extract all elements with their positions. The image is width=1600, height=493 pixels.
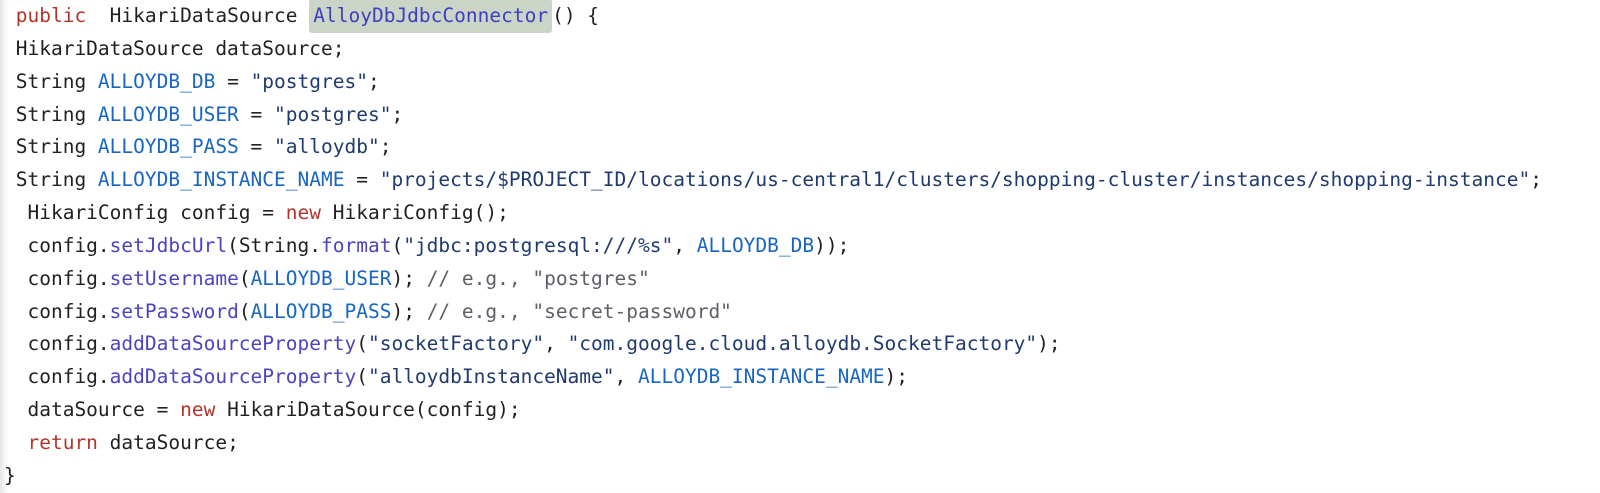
code-token-plain: =	[238, 135, 275, 159]
code-line: String ALLOYDB_PASS = "alloydb";	[4, 131, 1600, 164]
code-line: return dataSource;	[4, 427, 1600, 460]
code-token-plain: ,	[544, 332, 568, 356]
code-token-plain: (	[238, 266, 251, 290]
code-token-plain: =	[344, 168, 380, 192]
code-token-plain: HikariDataSource dataSource;	[4, 36, 345, 60]
code-token-plain: );	[1037, 332, 1061, 356]
code-token-keyword: new	[285, 201, 321, 225]
code-token-plain: ;	[391, 102, 404, 126]
code-token-plain: config.	[4, 365, 110, 389]
code-token-variable: ALLOYDB_USER	[250, 266, 392, 290]
code-token-plain: (String.	[227, 233, 321, 257]
code-line: String ALLOYDB_USER = "postgres";	[4, 99, 1600, 132]
code-token-plain: );	[884, 365, 909, 389]
code-token-plain: config.	[4, 332, 110, 356]
code-token-plain: ;	[367, 69, 380, 93]
code-token-plain: config.	[4, 299, 110, 323]
code-line: config.setPassword(ALLOYDB_PASS); // e.g…	[4, 296, 1600, 329]
code-token-string: "postgres"	[250, 69, 368, 93]
code-token-plain: dataSource;	[97, 430, 239, 454]
code-token-plain: HikariDataSource	[86, 4, 310, 27]
code-token-plain: ,	[673, 233, 697, 257]
code-line: public HikariDataSource AlloyDbJdbcConne…	[4, 0, 1600, 33]
code-token-plain: ,	[614, 365, 638, 389]
code-token-plain: }	[4, 463, 16, 487]
code-token-string: "postgres"	[274, 102, 392, 126]
code-token-plain: );	[391, 299, 427, 323]
code-token-keyword: public	[15, 4, 87, 27]
code-token-plain: (	[238, 299, 251, 323]
code-token-plain: ;	[1530, 168, 1542, 192]
code-token-string: "com.google.cloud.alloydb.SocketFactory"	[567, 332, 1038, 356]
code-token-plain: (	[356, 332, 368, 356]
code-line: HikariConfig config = new HikariConfig()…	[4, 197, 1600, 230]
code-token-plain: String	[4, 69, 98, 93]
code-token-plain: (	[391, 233, 404, 257]
code-token-plain: String	[4, 168, 98, 192]
highlighted-method-name: AlloyDbJdbcConnector	[309, 0, 553, 33]
code-token-plain: config.	[4, 266, 110, 290]
code-token-keyword: return	[27, 430, 98, 454]
code-token-plain: String	[4, 102, 98, 126]
code-token-plain: HikariConfig();	[321, 201, 509, 225]
code-token-variable: ALLOYDB_INSTANCE_NAME	[638, 365, 885, 389]
code-token-method: setUsername	[109, 266, 239, 290]
code-token-variable: ALLOYDB_DB	[97, 69, 216, 93]
code-line: String ALLOYDB_DB = "postgres";	[4, 66, 1600, 99]
code-token-comment: // e.g., "secret-password"	[426, 299, 732, 323]
code-token-plain: =	[238, 102, 275, 126]
code-token-method: addDataSourceProperty	[109, 365, 357, 389]
code-token-method: setJdbcUrl	[109, 233, 228, 257]
code-token-keyword: new	[180, 398, 216, 422]
code-token-plain: ));	[814, 233, 850, 257]
code-token-string: "alloydbInstanceName"	[367, 365, 615, 389]
code-content: public HikariDataSource AlloyDbJdbcConne…	[4, 0, 1600, 493]
code-token-comment: // e.g., "postgres"	[426, 266, 650, 290]
code-line: HikariDataSource dataSource;	[4, 33, 1600, 66]
code-token-variable: ALLOYDB_USER	[97, 102, 239, 126]
code-line: String ALLOYDB_INSTANCE_NAME = "projects…	[4, 164, 1600, 197]
code-token-variable: ALLOYDB_PASS	[250, 299, 392, 323]
code-token-plain	[4, 4, 16, 27]
code-token-string: "jdbc:postgresql:///%s"	[403, 233, 674, 257]
code-line: dataSource = new HikariDataSource(config…	[4, 394, 1600, 427]
code-token-method: format	[321, 233, 392, 257]
code-token-plain: dataSource =	[4, 398, 181, 422]
code-token-plain: );	[391, 266, 427, 290]
code-token-string: "projects/$PROJECT_ID/locations/us-centr…	[379, 168, 1531, 192]
code-token-plain: String	[4, 135, 98, 159]
code-token-plain: HikariConfig config =	[4, 201, 286, 225]
code-token-plain: =	[215, 69, 251, 93]
code-token-variable: ALLOYDB_DB	[696, 233, 815, 257]
code-token-string: "alloydb"	[274, 135, 380, 159]
code-line: config.setJdbcUrl(String.format("jdbc:po…	[4, 230, 1600, 263]
code-line: }	[4, 460, 1600, 493]
code-line: config.addDataSourceProperty("alloydbIns…	[4, 361, 1600, 394]
code-token-method: addDataSourceProperty	[109, 332, 357, 356]
code-token-method: setPassword	[109, 299, 239, 323]
code-token-plain: HikariDataSource(config);	[215, 398, 521, 422]
code-line: config.setUsername(ALLOYDB_USER); // e.g…	[4, 263, 1600, 296]
code-line: config.addDataSourceProperty("socketFact…	[4, 328, 1600, 361]
code-token-plain	[4, 431, 27, 454]
code-token-plain: (	[356, 365, 368, 389]
code-token-variable: ALLOYDB_INSTANCE_NAME	[97, 168, 345, 192]
code-token-plain: () {	[552, 4, 600, 27]
code-token-plain: ;	[379, 135, 392, 159]
code-token-string: "socketFactory"	[367, 332, 545, 356]
code-token-plain: config.	[4, 233, 110, 257]
code-token-variable: ALLOYDB_PASS	[97, 135, 239, 159]
